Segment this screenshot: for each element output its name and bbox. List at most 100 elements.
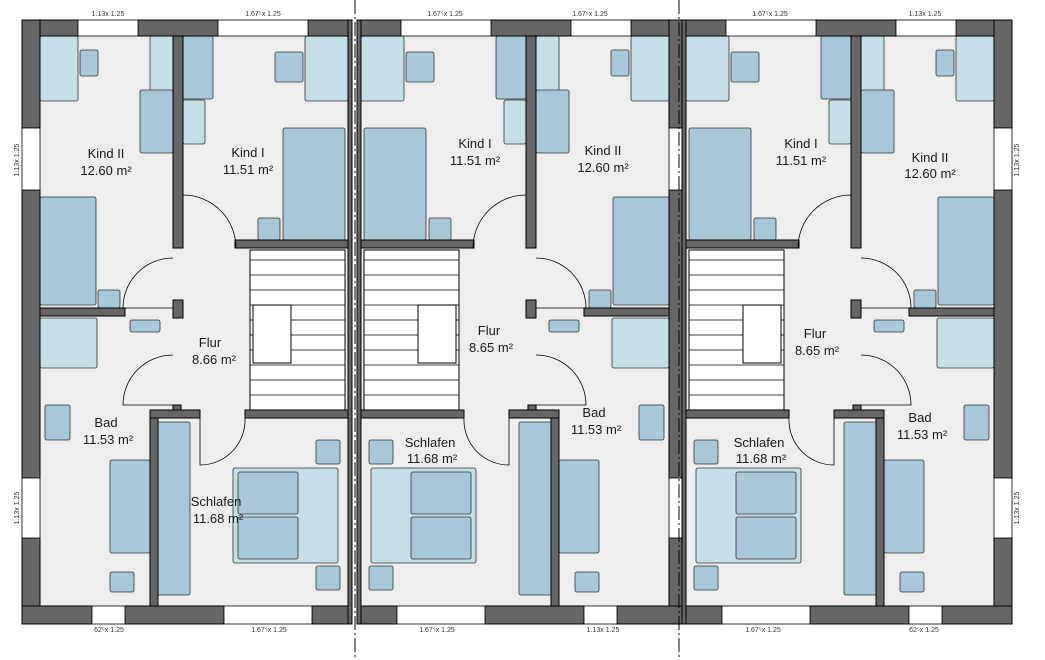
wall	[941, 605, 1013, 625]
window-label-top: 1.13x 1.25	[92, 11, 125, 18]
desk	[39, 35, 79, 102]
window-label-top: 1.67⁵x 1.25	[245, 11, 281, 18]
wall	[616, 605, 688, 625]
bathtub	[883, 459, 925, 554]
nightstand	[588, 289, 612, 309]
wall	[39, 307, 126, 317]
window	[895, 19, 957, 37]
wardrobe	[182, 35, 214, 100]
basin	[638, 404, 665, 441]
room-area-kind1: 11.51 m²	[776, 153, 827, 168]
wall	[360, 409, 465, 419]
window	[993, 477, 1013, 539]
window	[396, 605, 486, 625]
room-area-flur: 8.65 m²	[469, 340, 514, 355]
wall	[681, 19, 727, 37]
wardrobe	[518, 421, 553, 596]
window-label-top: 1.67⁵x 1.25	[752, 11, 788, 18]
bed-half	[237, 516, 299, 560]
window	[21, 127, 41, 191]
door-schlafen	[463, 417, 510, 466]
wall	[993, 19, 1013, 129]
wall	[815, 19, 897, 37]
room-name-schlafen: Schlafen	[191, 494, 242, 509]
wall	[356, 19, 362, 625]
room-area-bad: 11.53 m²	[83, 432, 134, 447]
door-kind2	[122, 257, 174, 309]
wall	[993, 189, 1013, 479]
window	[583, 605, 618, 625]
door-bad	[122, 354, 174, 406]
wardrobe	[860, 89, 895, 154]
bathtub	[558, 459, 600, 554]
bed-half	[237, 471, 299, 515]
nightstand	[368, 565, 394, 591]
wall	[21, 19, 41, 129]
bed	[612, 196, 670, 306]
basin	[44, 404, 71, 441]
nightstand	[315, 565, 341, 591]
chair	[935, 49, 955, 77]
window-label-right: 1.13x 1.25	[1014, 144, 1021, 177]
wall	[833, 409, 885, 419]
wall	[583, 307, 670, 317]
nightstand	[693, 565, 719, 591]
nightstand	[428, 217, 452, 241]
room-area-schlafen: 11.68 m²	[193, 511, 244, 526]
wall	[149, 417, 159, 607]
bed	[363, 127, 427, 241]
window	[993, 127, 1013, 191]
room-area-kind1: 11.51 m²	[450, 153, 501, 168]
window	[91, 605, 126, 625]
room-name-flur: Flur	[478, 323, 501, 338]
nightstand	[315, 439, 341, 465]
window-label-left: 1.13x 1.25	[14, 144, 21, 177]
wardrobe	[149, 35, 174, 92]
window-label-bottom: 62⁵x 1.25	[94, 627, 124, 634]
shelf	[828, 99, 852, 145]
window	[721, 605, 811, 625]
window-label-top: 1.67⁵x 1.25	[427, 11, 463, 18]
room-area-flur: 8.65 m²	[795, 343, 840, 358]
cabinet	[873, 319, 905, 333]
labels-unit-2: Kind I 11.51 m² Kind II 12.60 m² Flur 8.…	[405, 136, 630, 466]
room-area-kind2: 12.60 m²	[80, 163, 132, 178]
wardrobe	[535, 89, 570, 154]
labels-unit-3: Kind I 11.51 m² Kind II 12.60 m² Flur 8.…	[734, 136, 957, 466]
wardrobe	[843, 421, 878, 596]
room-area-schlafen: 11.68 m²	[736, 451, 787, 466]
wall	[137, 19, 219, 37]
unit-1	[21, 19, 353, 625]
window-label-bottom: 1.67⁵x 1.25	[419, 627, 455, 634]
toilet	[109, 571, 135, 593]
door-kind2	[535, 257, 587, 309]
shelf	[503, 99, 527, 145]
window	[223, 605, 313, 625]
wall	[124, 605, 225, 625]
wall	[244, 409, 349, 419]
room-name-kind2: Kind II	[912, 150, 949, 165]
door-bad	[535, 354, 587, 406]
window-label-bottom: 1.13x 1.25	[587, 627, 620, 634]
wall	[850, 299, 862, 319]
nightstand	[97, 289, 121, 309]
room-area-bad: 11.53 m²	[571, 422, 622, 437]
wall	[525, 299, 537, 319]
toilet	[574, 571, 600, 593]
wardrobe	[820, 35, 852, 100]
room-name-flur: Flur	[804, 326, 827, 341]
wall	[525, 35, 537, 249]
chair	[405, 51, 435, 83]
room-name-schlafen: Schlafen	[405, 435, 456, 450]
chair	[274, 51, 304, 83]
chair	[610, 49, 630, 77]
room-name-kind1: Kind I	[784, 136, 817, 151]
wall	[550, 417, 560, 607]
door-kind1	[472, 194, 527, 249]
wall	[875, 417, 885, 607]
desk	[630, 35, 670, 102]
bed	[688, 127, 752, 241]
room-name-bad: Bad	[582, 405, 605, 420]
bed-half	[735, 471, 797, 515]
window	[908, 605, 943, 625]
